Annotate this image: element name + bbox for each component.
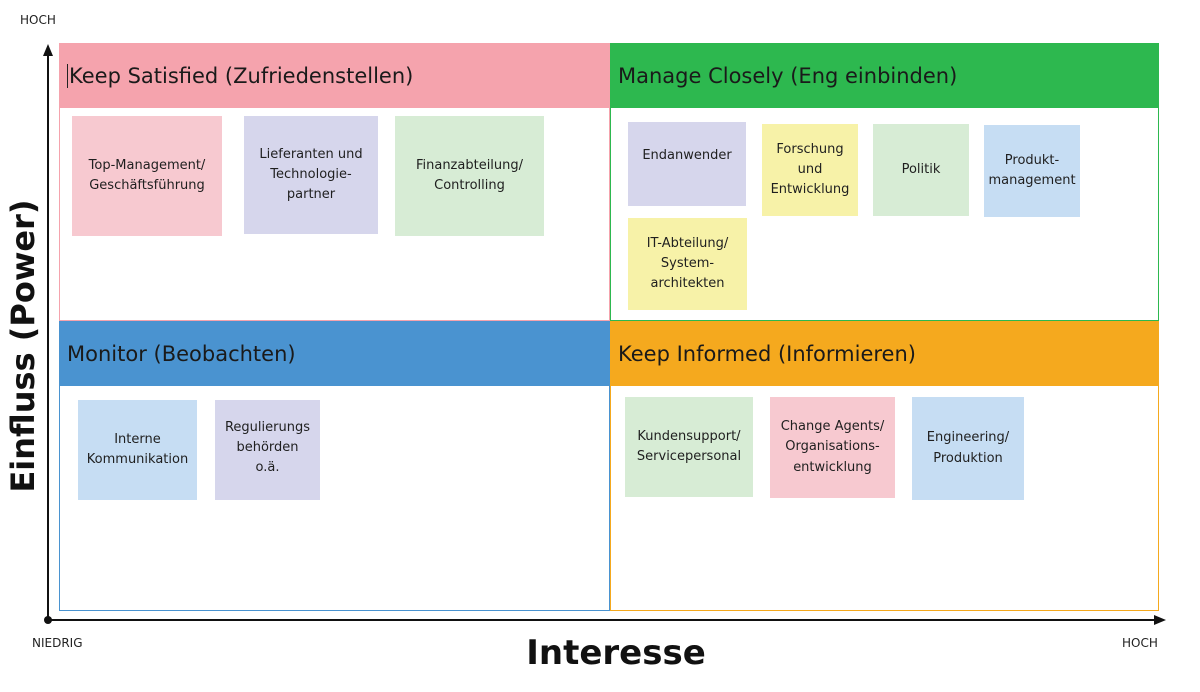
x-axis-title: Interesse <box>526 633 706 673</box>
axis-origin <box>44 616 52 624</box>
quadrant-header: Keep Satisfied (Zufriedenstellen) <box>60 44 609 108</box>
quadrant-title: Keep Satisfied (Zufriedenstellen) <box>67 64 414 88</box>
quadrant-header: Manage Closely (Eng einbinden) <box>611 44 1158 108</box>
x-axis-high-label: HOCH <box>1122 636 1158 650</box>
note-finanzabteilung: Finanzabteilung/ Controlling <box>395 116 544 236</box>
x-axis-low-label: NIEDRIG <box>32 636 83 650</box>
note-top-management: Top-Management/ Geschäftsführung <box>72 116 222 236</box>
note-regulierungsbehoerden: Regulierungs behörden o.ä. <box>215 400 320 500</box>
note-interne-kommunikation: Interne Kommunikation <box>78 400 197 500</box>
note-change-agents: Change Agents/ Organisations- entwicklun… <box>770 397 895 498</box>
quadrant-title: Manage Closely (Eng einbinden) <box>618 64 958 88</box>
quadrant-header: Monitor (Beobachten) <box>60 322 609 386</box>
note-produktmanagement: Produkt- management <box>984 125 1080 217</box>
y-axis-title: Einfluss (Power) <box>4 199 42 493</box>
note-endanwender: Endanwender <box>628 122 746 206</box>
note-forschung: Forschung und Entwicklung <box>762 124 858 216</box>
quadrant-header: Keep Informed (Informieren) <box>611 322 1158 386</box>
quadrant-title: Monitor (Beobachten) <box>67 342 296 366</box>
note-it-abteilung: IT-Abteilung/ System- architekten <box>628 218 747 310</box>
note-engineering: Engineering/ Produktion <box>912 397 1024 500</box>
quadrant-title: Keep Informed (Informieren) <box>618 342 916 366</box>
y-axis-arrow <box>43 44 53 56</box>
note-politik: Politik <box>873 124 969 216</box>
y-axis-high-label: HOCH <box>20 13 56 27</box>
x-axis-arrow <box>1154 615 1166 625</box>
note-lieferanten: Lieferanten und Technologie- partner <box>244 116 378 234</box>
note-kundensupport: Kundensupport/ Servicepersonal <box>625 397 753 497</box>
